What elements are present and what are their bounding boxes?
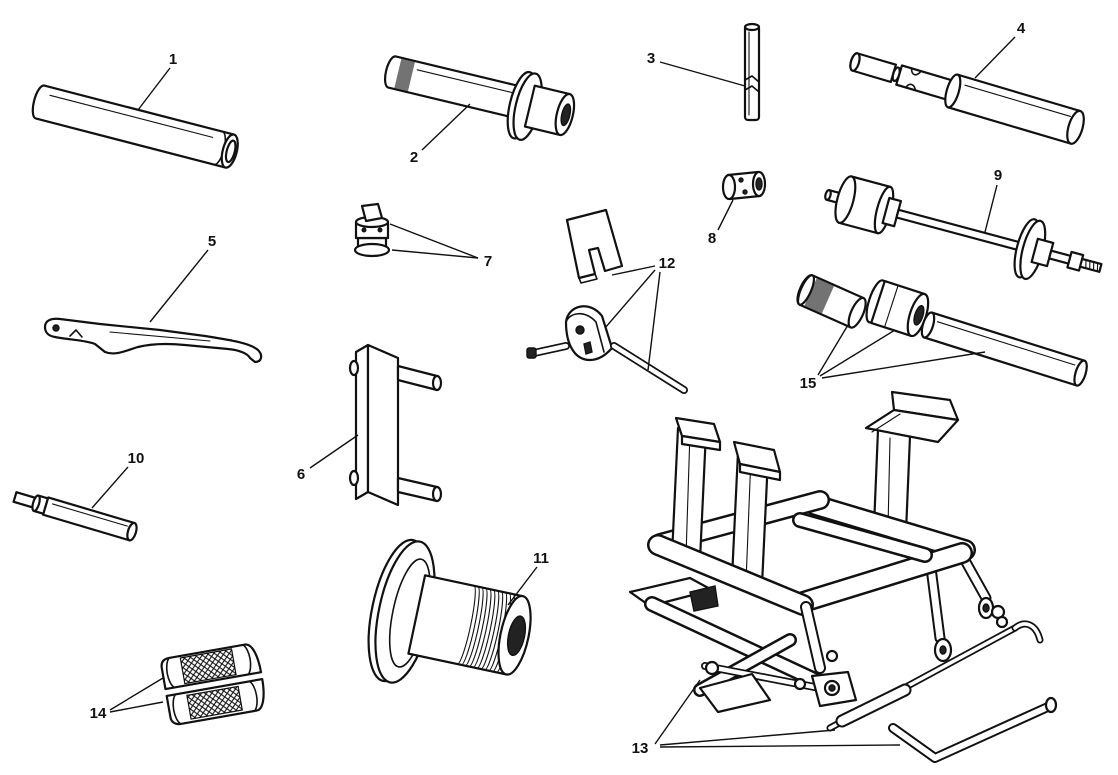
leader-5 (149, 249, 209, 323)
leader-7b (391, 249, 479, 259)
leader-14a (109, 677, 164, 711)
leader-13b (659, 729, 836, 746)
leader-12c (647, 271, 661, 371)
tool-5-hook-spanner (43, 317, 263, 364)
callout-7: 7 (484, 253, 492, 270)
callout-13: 13 (632, 740, 649, 757)
leader-4 (974, 36, 1016, 79)
callout-1: 1 (169, 51, 177, 68)
tool-4-stepped-shaft (849, 52, 1085, 145)
tool-12-gauge-set (526, 208, 688, 394)
tool-11-threaded-drift (367, 538, 532, 684)
drift-cylinder (796, 274, 867, 329)
callout-labels: 1 2 3 4 5 6 7 8 9 10 11 12 13 14 15 (90, 20, 1026, 757)
callout-11: 11 (533, 550, 549, 567)
tool-6-pin-plate (348, 343, 443, 507)
leader-15a (817, 324, 849, 376)
tool-14-split-bushing (160, 643, 265, 726)
leader-7a (389, 223, 479, 259)
leader-15c (821, 351, 986, 379)
leader-8 (717, 199, 734, 231)
tool-15-drift-set (796, 274, 1088, 387)
leader-10 (91, 466, 129, 509)
leader-15b (819, 329, 896, 377)
callout-14: 14 (90, 705, 107, 722)
drift-rod (920, 311, 1088, 387)
leader-2 (421, 103, 471, 151)
callout-6: 6 (297, 466, 305, 483)
callout-15: 15 (800, 375, 817, 392)
leader-3 (659, 61, 746, 87)
leader-14b (109, 701, 164, 713)
tool-13-stand-and-jack (628, 390, 1058, 763)
callout-4: 4 (1017, 20, 1026, 37)
tool-10-stepped-pin (12, 491, 138, 542)
callout-5: 5 (208, 233, 216, 250)
leader-6 (309, 434, 359, 469)
tool-7-fitting (353, 202, 391, 258)
leader-lines (91, 36, 1016, 748)
leader-13c (659, 744, 901, 748)
callout-12: 12 (659, 255, 676, 272)
callout-10: 10 (128, 450, 145, 467)
callout-3: 3 (647, 50, 655, 67)
callout-9: 9 (994, 167, 1002, 184)
leader-11 (507, 566, 538, 606)
leader-12b (604, 269, 656, 329)
tool-3-pin (743, 22, 761, 122)
callout-2: 2 (410, 149, 418, 166)
tool-2-flanged-drift (383, 55, 576, 141)
tool-8-bush (721, 170, 767, 201)
tool-1-sleeve (31, 84, 239, 169)
leader-13a (654, 679, 701, 745)
leader-1 (137, 67, 171, 111)
leader-9 (984, 184, 998, 233)
leader-12a (611, 265, 656, 276)
tool-9-puller (824, 175, 1103, 281)
callout-8: 8 (708, 230, 716, 247)
